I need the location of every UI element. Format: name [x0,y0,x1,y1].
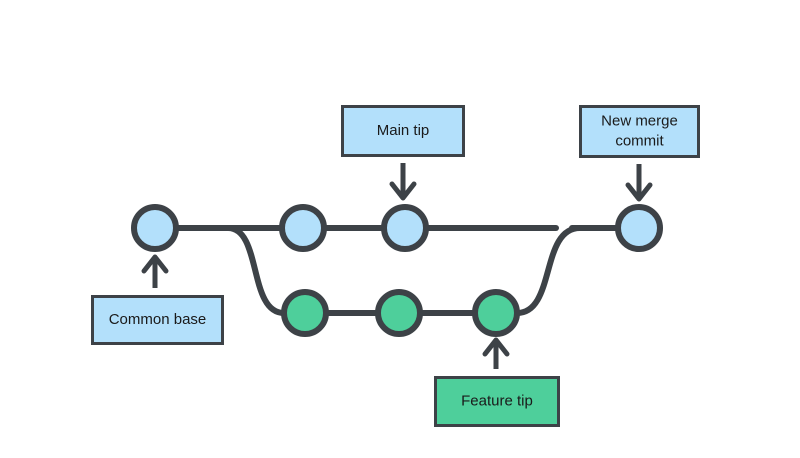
commit-node-feature-commit-1[interactable] [281,289,329,337]
label-box-main-tip-label[interactable]: Main tip [341,105,465,157]
commit-nodes-group [131,204,663,337]
label-text-main-tip-label-line-0: Main tip [377,122,430,139]
commit-node-main-tip[interactable] [381,204,429,252]
commit-node-common-base[interactable] [131,204,179,252]
label-text-feature-tip-label-line-0: Feature tip [461,392,533,409]
arrow-down-icon-new-merge-commit-label [625,164,653,202]
label-box-common-base-label[interactable]: Common base [91,295,224,345]
arrow-up-icon-feature-tip-label [482,337,510,369]
label-box-background [434,376,560,427]
commit-node-feature-commit-2[interactable] [375,289,423,337]
label-text-common-base-label-line-0: Common base [109,311,207,328]
branch-lines-group [152,225,621,316]
label-text-new-merge-commit-label-line-0: New merge [601,112,678,129]
annotation-arrows-group [141,163,653,369]
label-text-new-merge-commit-label-line-1: commit [615,132,664,149]
label-box-background [341,105,465,157]
commit-node-main-commit-2[interactable] [279,204,327,252]
arrow-down-icon-main-tip-label [389,163,417,201]
commit-node-new-merge-commit[interactable] [615,204,663,252]
commit-node-feature-tip[interactable] [472,289,520,337]
label-box-new-merge-commit-label[interactable]: New merge commit [579,105,700,158]
branch-line-branch-out-curve [225,225,287,316]
arrow-up-icon-common-base-label [141,254,169,288]
label-box-feature-tip-label[interactable]: Feature tip [434,376,560,427]
branch-line-merge-in-curve [514,225,583,316]
label-box-background [579,105,700,158]
label-box-background [91,295,224,345]
